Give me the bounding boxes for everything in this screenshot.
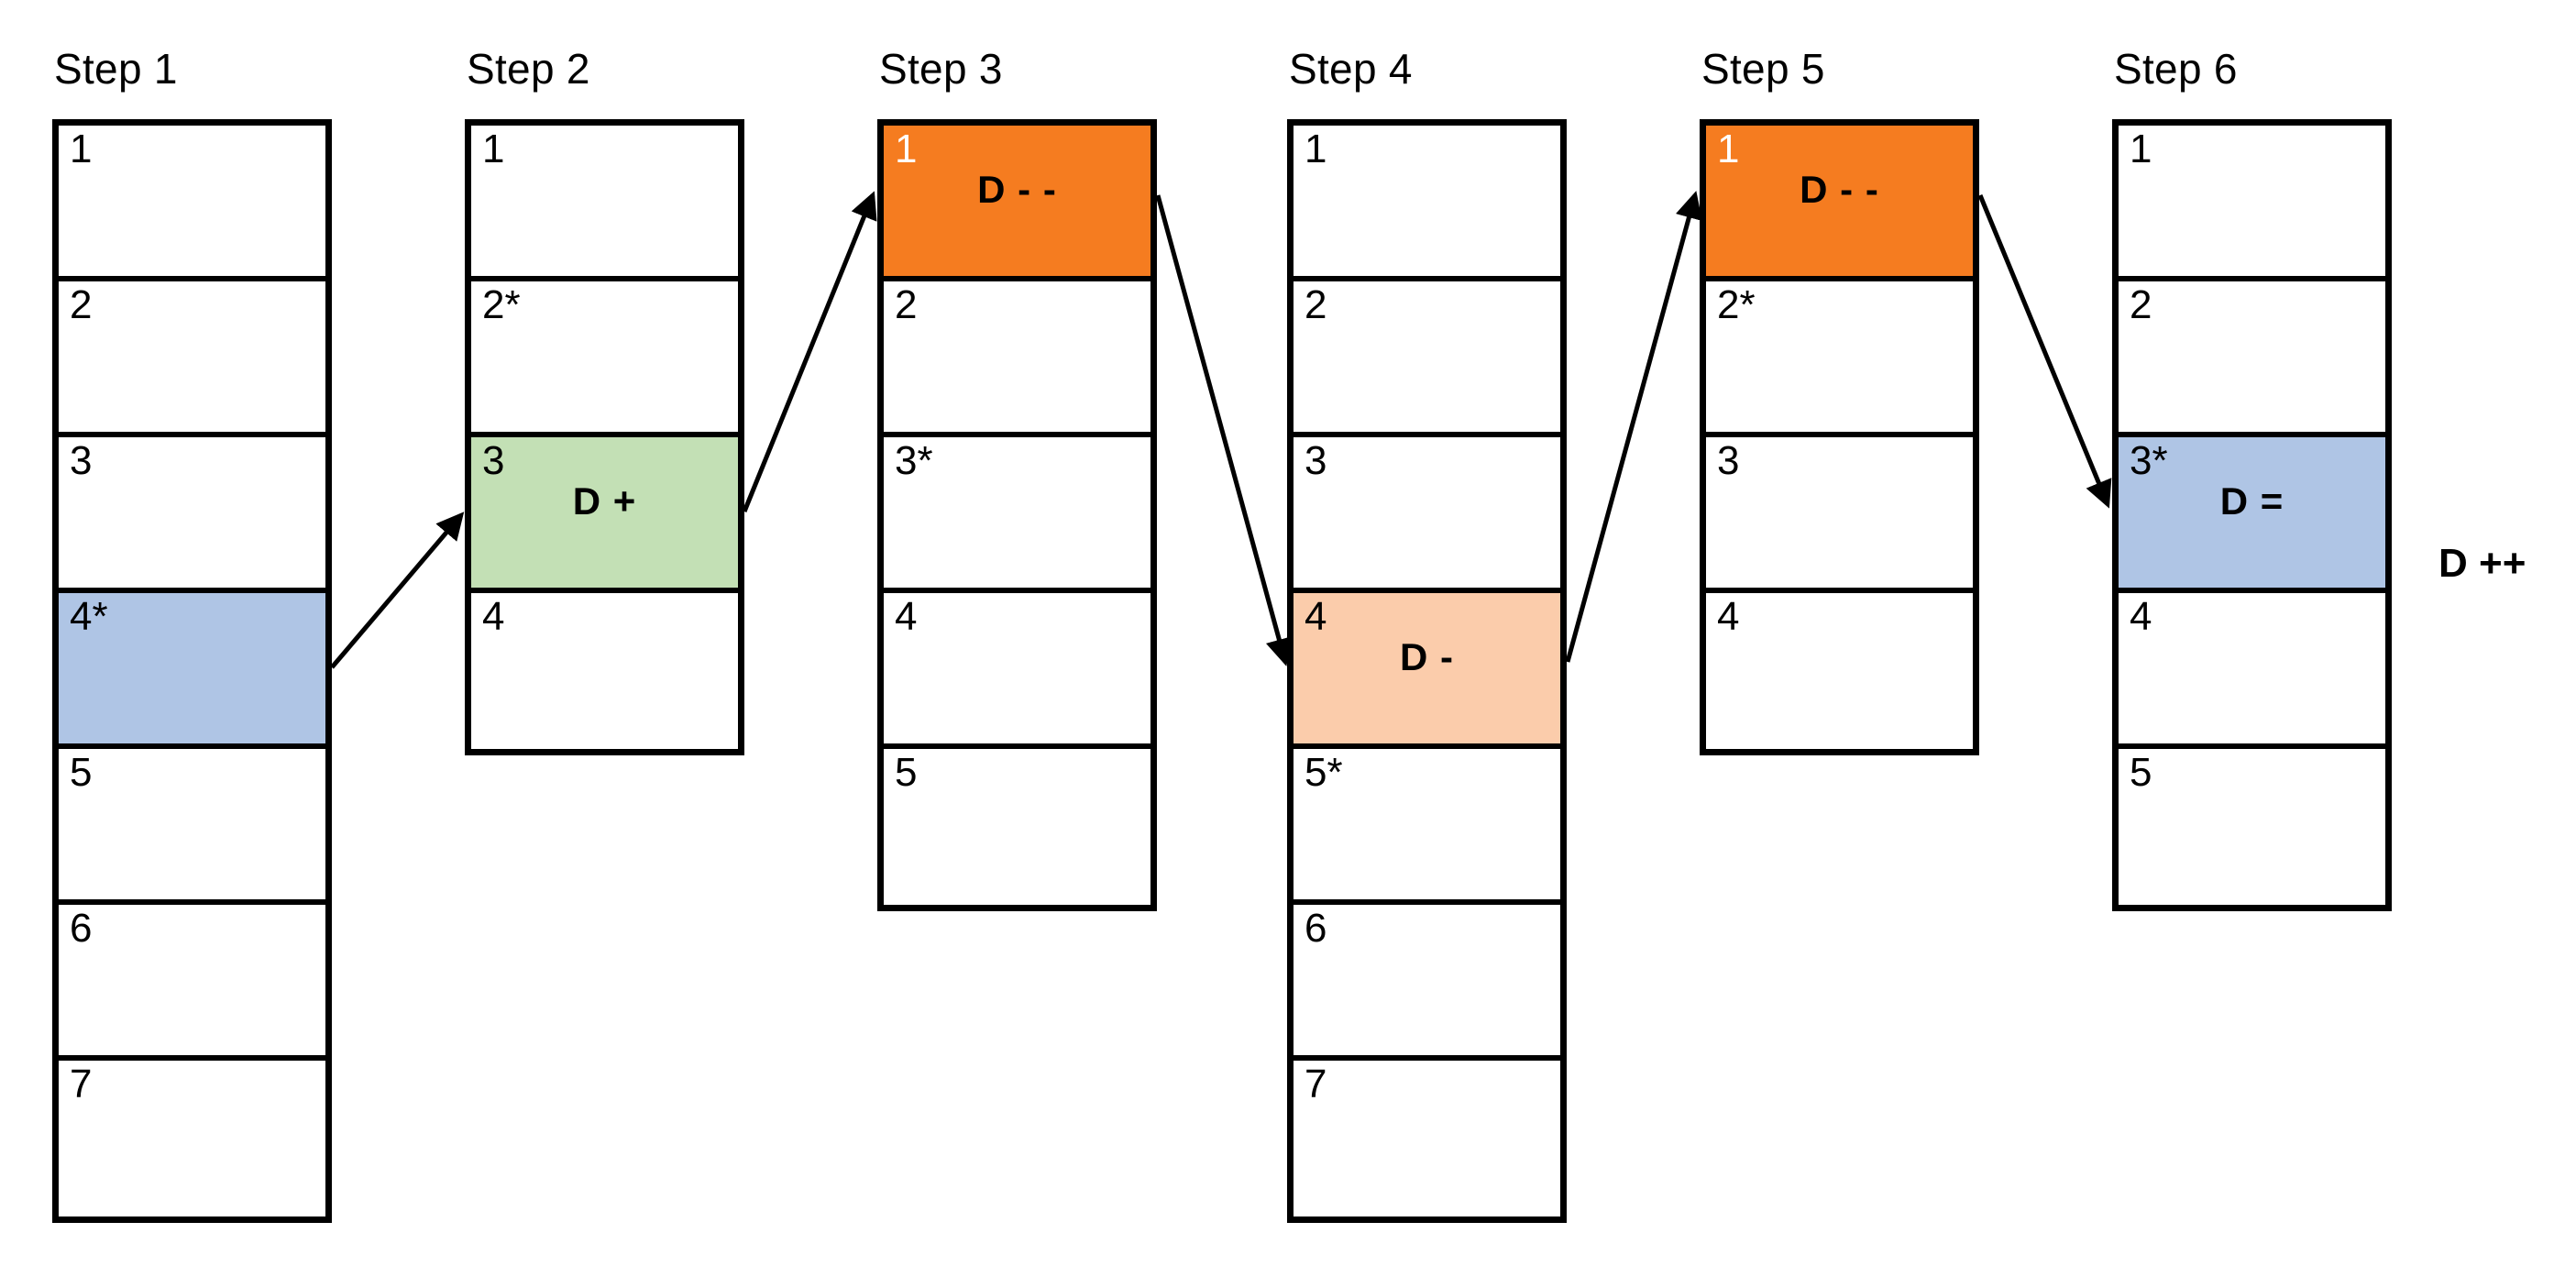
cell-index-label: 5* [1305, 750, 1343, 795]
arrow-step4-to-step5 [1565, 191, 1702, 663]
step-cell[interactable]: 1 [59, 126, 325, 281]
step-cell[interactable]: 6 [1294, 905, 1560, 1061]
cell-index-label: 2* [482, 282, 521, 327]
cell-index-label: 2 [1305, 282, 1327, 327]
cell-index-label: 1 [1305, 127, 1327, 171]
cell-index-label: 2* [1717, 282, 1756, 327]
step-column-title: Step 6 [2114, 45, 2238, 93]
step-cell[interactable]: 5 [59, 749, 325, 905]
step-cell[interactable]: 4 [471, 593, 738, 749]
step-cell[interactable]: 2 [59, 281, 325, 437]
d-plus-plus-label: D ++ [2438, 541, 2526, 586]
cell-operation-label: D - [1400, 635, 1454, 678]
step-cell[interactable]: 2* [1706, 281, 1973, 437]
step-cell[interactable]: 4 [2119, 593, 2385, 749]
step-cell[interactable]: 5 [884, 749, 1150, 905]
cell-index-label: 1 [70, 127, 93, 171]
cell-index-label: 5 [70, 750, 93, 795]
step-cell[interactable]: 1 [2119, 126, 2385, 281]
cell-index-label: 3 [1717, 438, 1740, 483]
step-cell[interactable]: 3 [59, 437, 325, 593]
cell-index-label: 3 [482, 438, 505, 483]
cell-index-label: 1 [1717, 127, 1740, 171]
step-cell[interactable]: 5* [1294, 749, 1560, 905]
cell-index-label: 4* [70, 594, 108, 639]
step-cell[interactable]: 7 [1294, 1061, 1560, 1216]
step-cell-list: 1 2 3 4* 5 6 7 [52, 119, 332, 1223]
arrow-step2-to-step3 [742, 191, 877, 512]
step-cell[interactable]: 3 [1706, 437, 1973, 593]
cell-index-label: 4 [1717, 594, 1740, 639]
cell-operation-label: D - - [977, 168, 1057, 211]
cell-index-label: 5 [895, 750, 918, 795]
step-column-title: Step 3 [879, 45, 1003, 93]
step-cell[interactable]: 4 D - [1294, 593, 1560, 749]
step-cell[interactable]: 4 [1706, 593, 1973, 749]
step-cell-list: 1 D - - 2* 3 4 [1700, 119, 1979, 755]
cell-index-label: 7 [70, 1062, 93, 1106]
cell-index-label: 1 [482, 127, 505, 171]
cell-index-label: 4 [895, 594, 918, 639]
step-cell[interactable]: 3 [1294, 437, 1560, 593]
step-cell[interactable]: 4* [59, 593, 325, 749]
arrow-step5-to-step6 [1977, 194, 2112, 509]
cell-index-label: 3 [1305, 438, 1327, 483]
cell-operation-label: D - - [1800, 168, 1879, 211]
step-cell[interactable]: 2* [471, 281, 738, 437]
step-cell[interactable]: 5 [2119, 749, 2385, 905]
cell-index-label: 2 [70, 282, 93, 327]
step-cell[interactable]: 2 [2119, 281, 2385, 437]
cell-index-label: 4 [1305, 594, 1327, 639]
step-cell-list: 1 2 3 4 D - 5* 6 7 [1287, 119, 1567, 1223]
step-cell-list: 1 2* 3 D + 4 [465, 119, 744, 755]
step-column-title: Step 2 [467, 45, 590, 93]
cell-operation-label: D = [2219, 479, 2284, 523]
step-column-3: Step 3 1 D - - 2 3* 4 5 [877, 45, 1157, 911]
arrow-step1-to-step2 [330, 512, 465, 669]
step-column-title: Step 4 [1289, 45, 1413, 93]
step-cell-list: 1 D - - 2 3* 4 5 [877, 119, 1157, 911]
cell-index-label: 1 [2130, 127, 2152, 171]
cell-index-label: 3* [895, 438, 933, 483]
step-cell[interactable]: 3* [884, 437, 1150, 593]
step-cell[interactable]: 3 D + [471, 437, 738, 593]
step-column-title: Step 5 [1701, 45, 1825, 93]
cell-index-label: 4 [482, 594, 505, 639]
cell-operation-label: D + [572, 479, 637, 523]
step-cell[interactable]: 7 [59, 1061, 325, 1216]
step-cell[interactable]: 1 [1294, 126, 1560, 281]
step-cell[interactable]: 6 [59, 905, 325, 1061]
cell-index-label: 4 [2130, 594, 2152, 639]
step-column-4: Step 4 1 2 3 4 D - 5* 6 7 [1287, 45, 1567, 1223]
step-column-title: Step 1 [54, 45, 178, 93]
cell-index-label: 2 [2130, 282, 2152, 327]
step-cell[interactable]: 3* D = [2119, 437, 2385, 593]
step-cell[interactable]: 1 [471, 126, 738, 281]
step-cell[interactable]: 1 D - - [1706, 126, 1973, 281]
cell-index-label: 6 [70, 906, 93, 951]
cell-index-label: 5 [2130, 750, 2152, 795]
arrow-step3-to-step4 [1155, 194, 1293, 666]
step-column-2: Step 2 1 2* 3 D + 4 [465, 45, 744, 755]
step-cell[interactable]: 4 [884, 593, 1150, 749]
step-cell[interactable]: 1 D - - [884, 126, 1150, 281]
step-cell-list: 1 2 3* D = 4 5 [2112, 119, 2392, 911]
cell-index-label: 3* [2130, 438, 2168, 483]
step-column-1: Step 1 1 2 3 4* 5 6 7 [52, 45, 332, 1223]
cell-index-label: 3 [70, 438, 93, 483]
step-column-5: Step 5 1 D - - 2* 3 4 [1700, 45, 1979, 755]
step-cell[interactable]: 2 [884, 281, 1150, 437]
step-cell[interactable]: 2 [1294, 281, 1560, 437]
cell-index-label: 7 [1305, 1062, 1327, 1106]
cell-index-label: 2 [895, 282, 918, 327]
cell-index-label: 1 [895, 127, 918, 171]
cell-index-label: 6 [1305, 906, 1327, 951]
step-column-6: Step 6 1 2 3* D = 4 5 [2112, 45, 2392, 911]
